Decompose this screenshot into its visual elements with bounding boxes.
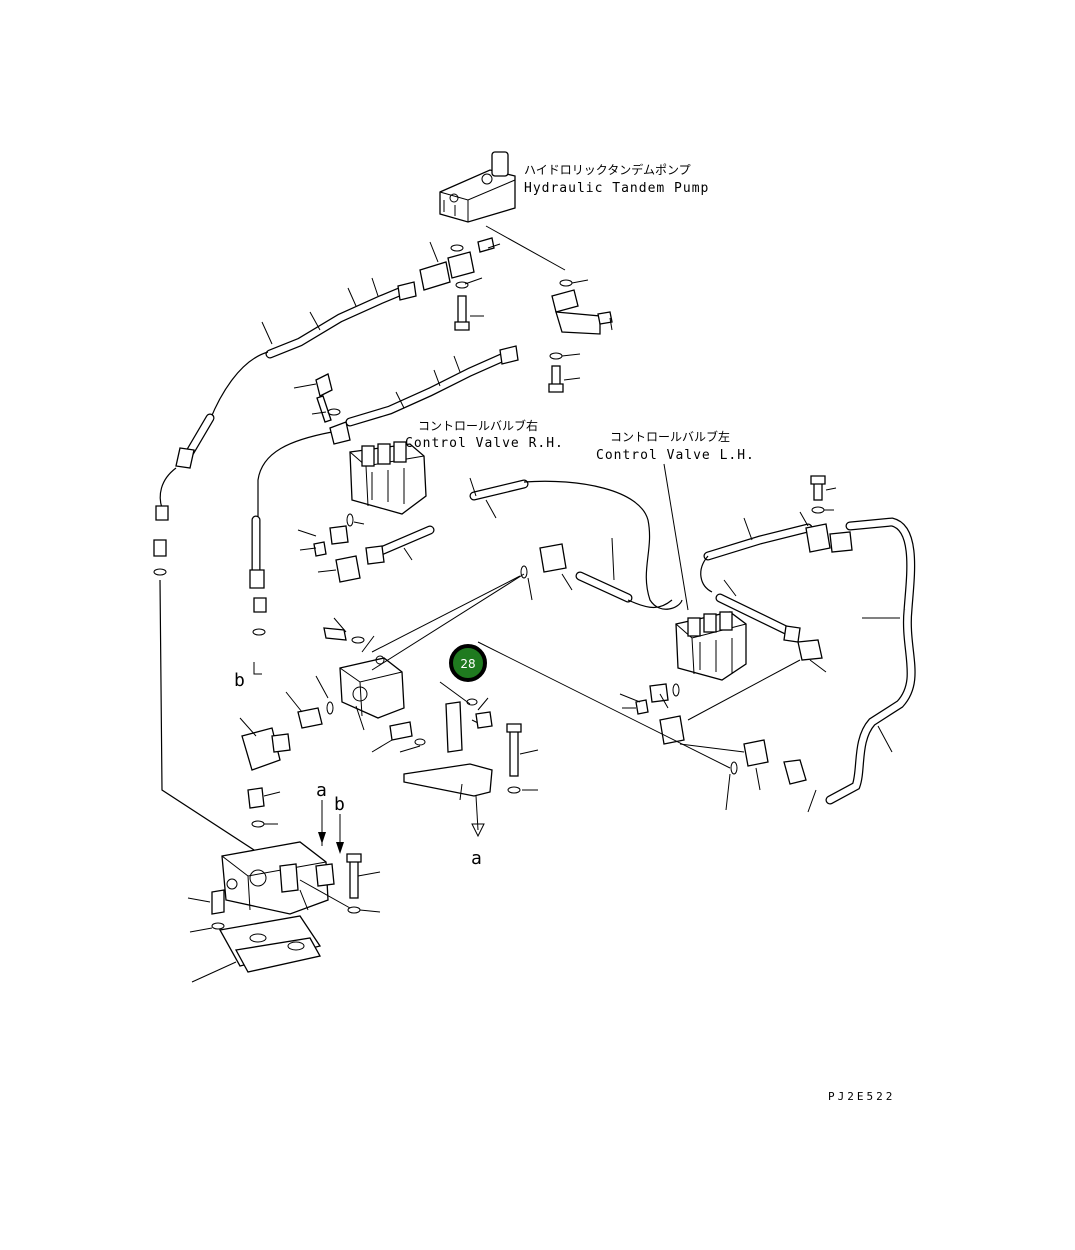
reference-marks: b a b a: [234, 662, 482, 869]
ref-b-upper: b: [234, 670, 245, 691]
ref-b-lower: b: [334, 794, 345, 815]
pump-outlet-fittings: [419, 237, 501, 331]
control-valve-rh: [329, 421, 427, 515]
bottom-valve: [187, 787, 381, 983]
rh-valve-fittings: [261, 277, 497, 583]
ref-a-left: a: [316, 780, 327, 801]
ref-a-bracket: a: [471, 848, 482, 869]
drawing-code: PJ2E522: [828, 1090, 895, 1103]
junction-block: [239, 537, 615, 771]
cv-lh-label-en: Control Valve L.H.: [596, 448, 755, 463]
cv-rh-label-jp: コントロールバルブ右: [418, 418, 538, 433]
pump-label-en: Hydraulic Tandem Pump: [524, 181, 709, 196]
cv-lh-label-jp: コントロールバルブ左: [610, 429, 730, 444]
pump-label-jp: ハイドロリックタンデムポンプ: [524, 162, 691, 177]
cv-rh-label-en: Control Valve R.H.: [405, 436, 564, 451]
bracket: [371, 641, 731, 838]
control-valve-lh: [675, 611, 747, 681]
callout-circle[interactable]: [449, 644, 487, 682]
callout-badge[interactable]: 28: [449, 644, 487, 682]
pump-right-outlet: [485, 225, 613, 393]
cv-lh-leader: [663, 463, 689, 611]
hydraulic-tandem-pump: [439, 151, 516, 223]
callout-number[interactable]: 28: [460, 657, 475, 671]
lh-valve-fittings: [619, 475, 900, 813]
hoses: [153, 281, 916, 881]
